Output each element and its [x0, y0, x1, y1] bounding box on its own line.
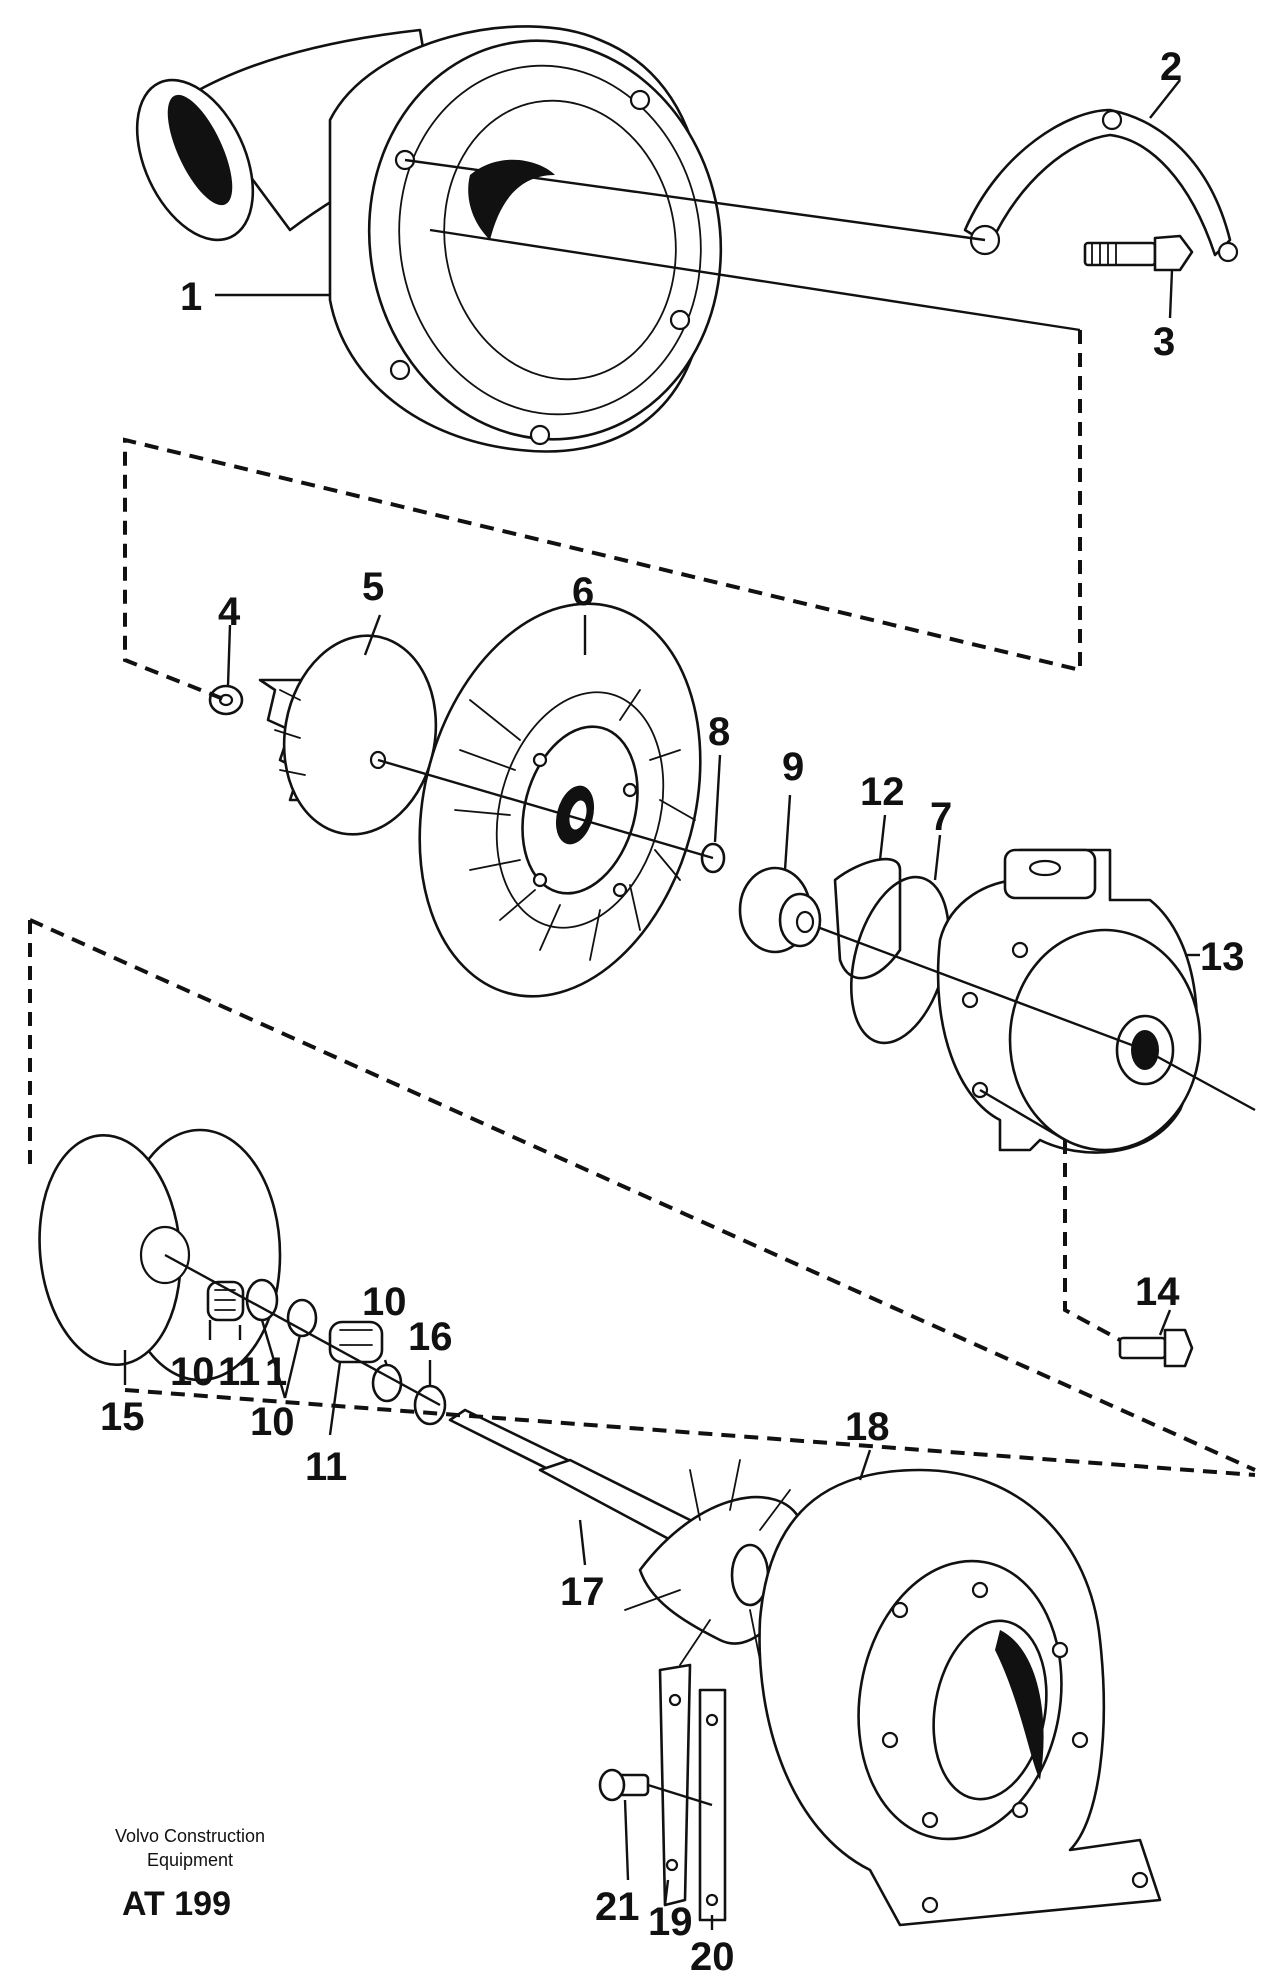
- label-10c: 10: [362, 1280, 407, 1324]
- lock-plate-20: [698, 1688, 727, 1922]
- label-6: 6: [572, 570, 594, 614]
- label-7: 7: [930, 795, 952, 839]
- bolt-3: [1083, 234, 1194, 272]
- seal-plate: [418, 602, 702, 998]
- compressor-housing: [135, 25, 723, 453]
- drawing-code: AT 199: [122, 1885, 231, 1923]
- label-13: 13: [1200, 935, 1245, 979]
- label-15: 15: [100, 1395, 145, 1439]
- screw-21: [598, 1768, 650, 1802]
- piston-ring: [413, 1384, 447, 1426]
- lock-plate-19: [658, 1663, 692, 1907]
- shaft-turbine-wheel: [448, 1408, 811, 1666]
- label-3: 3: [1153, 320, 1175, 364]
- heat-shield: [38, 1128, 282, 1382]
- assembly-lines: [164, 158, 1256, 1807]
- label-19: 19: [648, 1900, 693, 1944]
- label-20: 20: [690, 1935, 735, 1977]
- assembly-frames: [28, 330, 1256, 1477]
- label-10b: 10: [250, 1400, 295, 1444]
- company-line-2: Equipment: [147, 1850, 233, 1870]
- retaining-bracket: [963, 108, 1239, 263]
- label-8: 8: [708, 710, 730, 754]
- label-9: 9: [782, 745, 804, 789]
- thrust-collar: [738, 866, 822, 954]
- label-1: 1: [180, 275, 202, 319]
- label-14: 14: [1135, 1270, 1180, 1314]
- label-12: 12: [860, 770, 905, 814]
- leader-lines: [123, 79, 1200, 1930]
- company-line-1: Volvo Construction: [115, 1826, 265, 1846]
- label-10a: 10: [170, 1350, 215, 1394]
- bearing-housing: [936, 848, 1202, 1154]
- label-2: 2: [1160, 45, 1182, 89]
- bolt-14: [1118, 1328, 1194, 1368]
- journal-bearing-2: [328, 1320, 384, 1364]
- label-16: 16: [408, 1315, 453, 1359]
- label-11a: 11: [218, 1350, 260, 1394]
- label-5: 5: [362, 565, 384, 609]
- label-18: 18: [845, 1405, 890, 1449]
- label-1b: 1: [265, 1350, 287, 1394]
- nut-4: [208, 684, 244, 716]
- label-11b: 11: [305, 1445, 347, 1489]
- label-17: 17: [560, 1570, 605, 1614]
- turbine-housing: [758, 1468, 1162, 1927]
- label-21: 21: [595, 1885, 640, 1929]
- label-4: 4: [218, 590, 241, 634]
